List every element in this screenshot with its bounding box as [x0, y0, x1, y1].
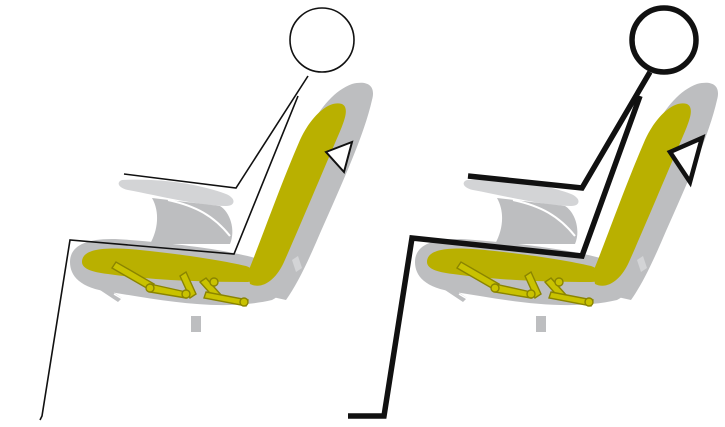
head-left: [290, 8, 354, 72]
arm-right: [468, 72, 650, 188]
chair-left: [70, 83, 373, 332]
chair-right: [415, 83, 718, 332]
head-right: [632, 8, 696, 72]
arm-left: [124, 76, 308, 188]
